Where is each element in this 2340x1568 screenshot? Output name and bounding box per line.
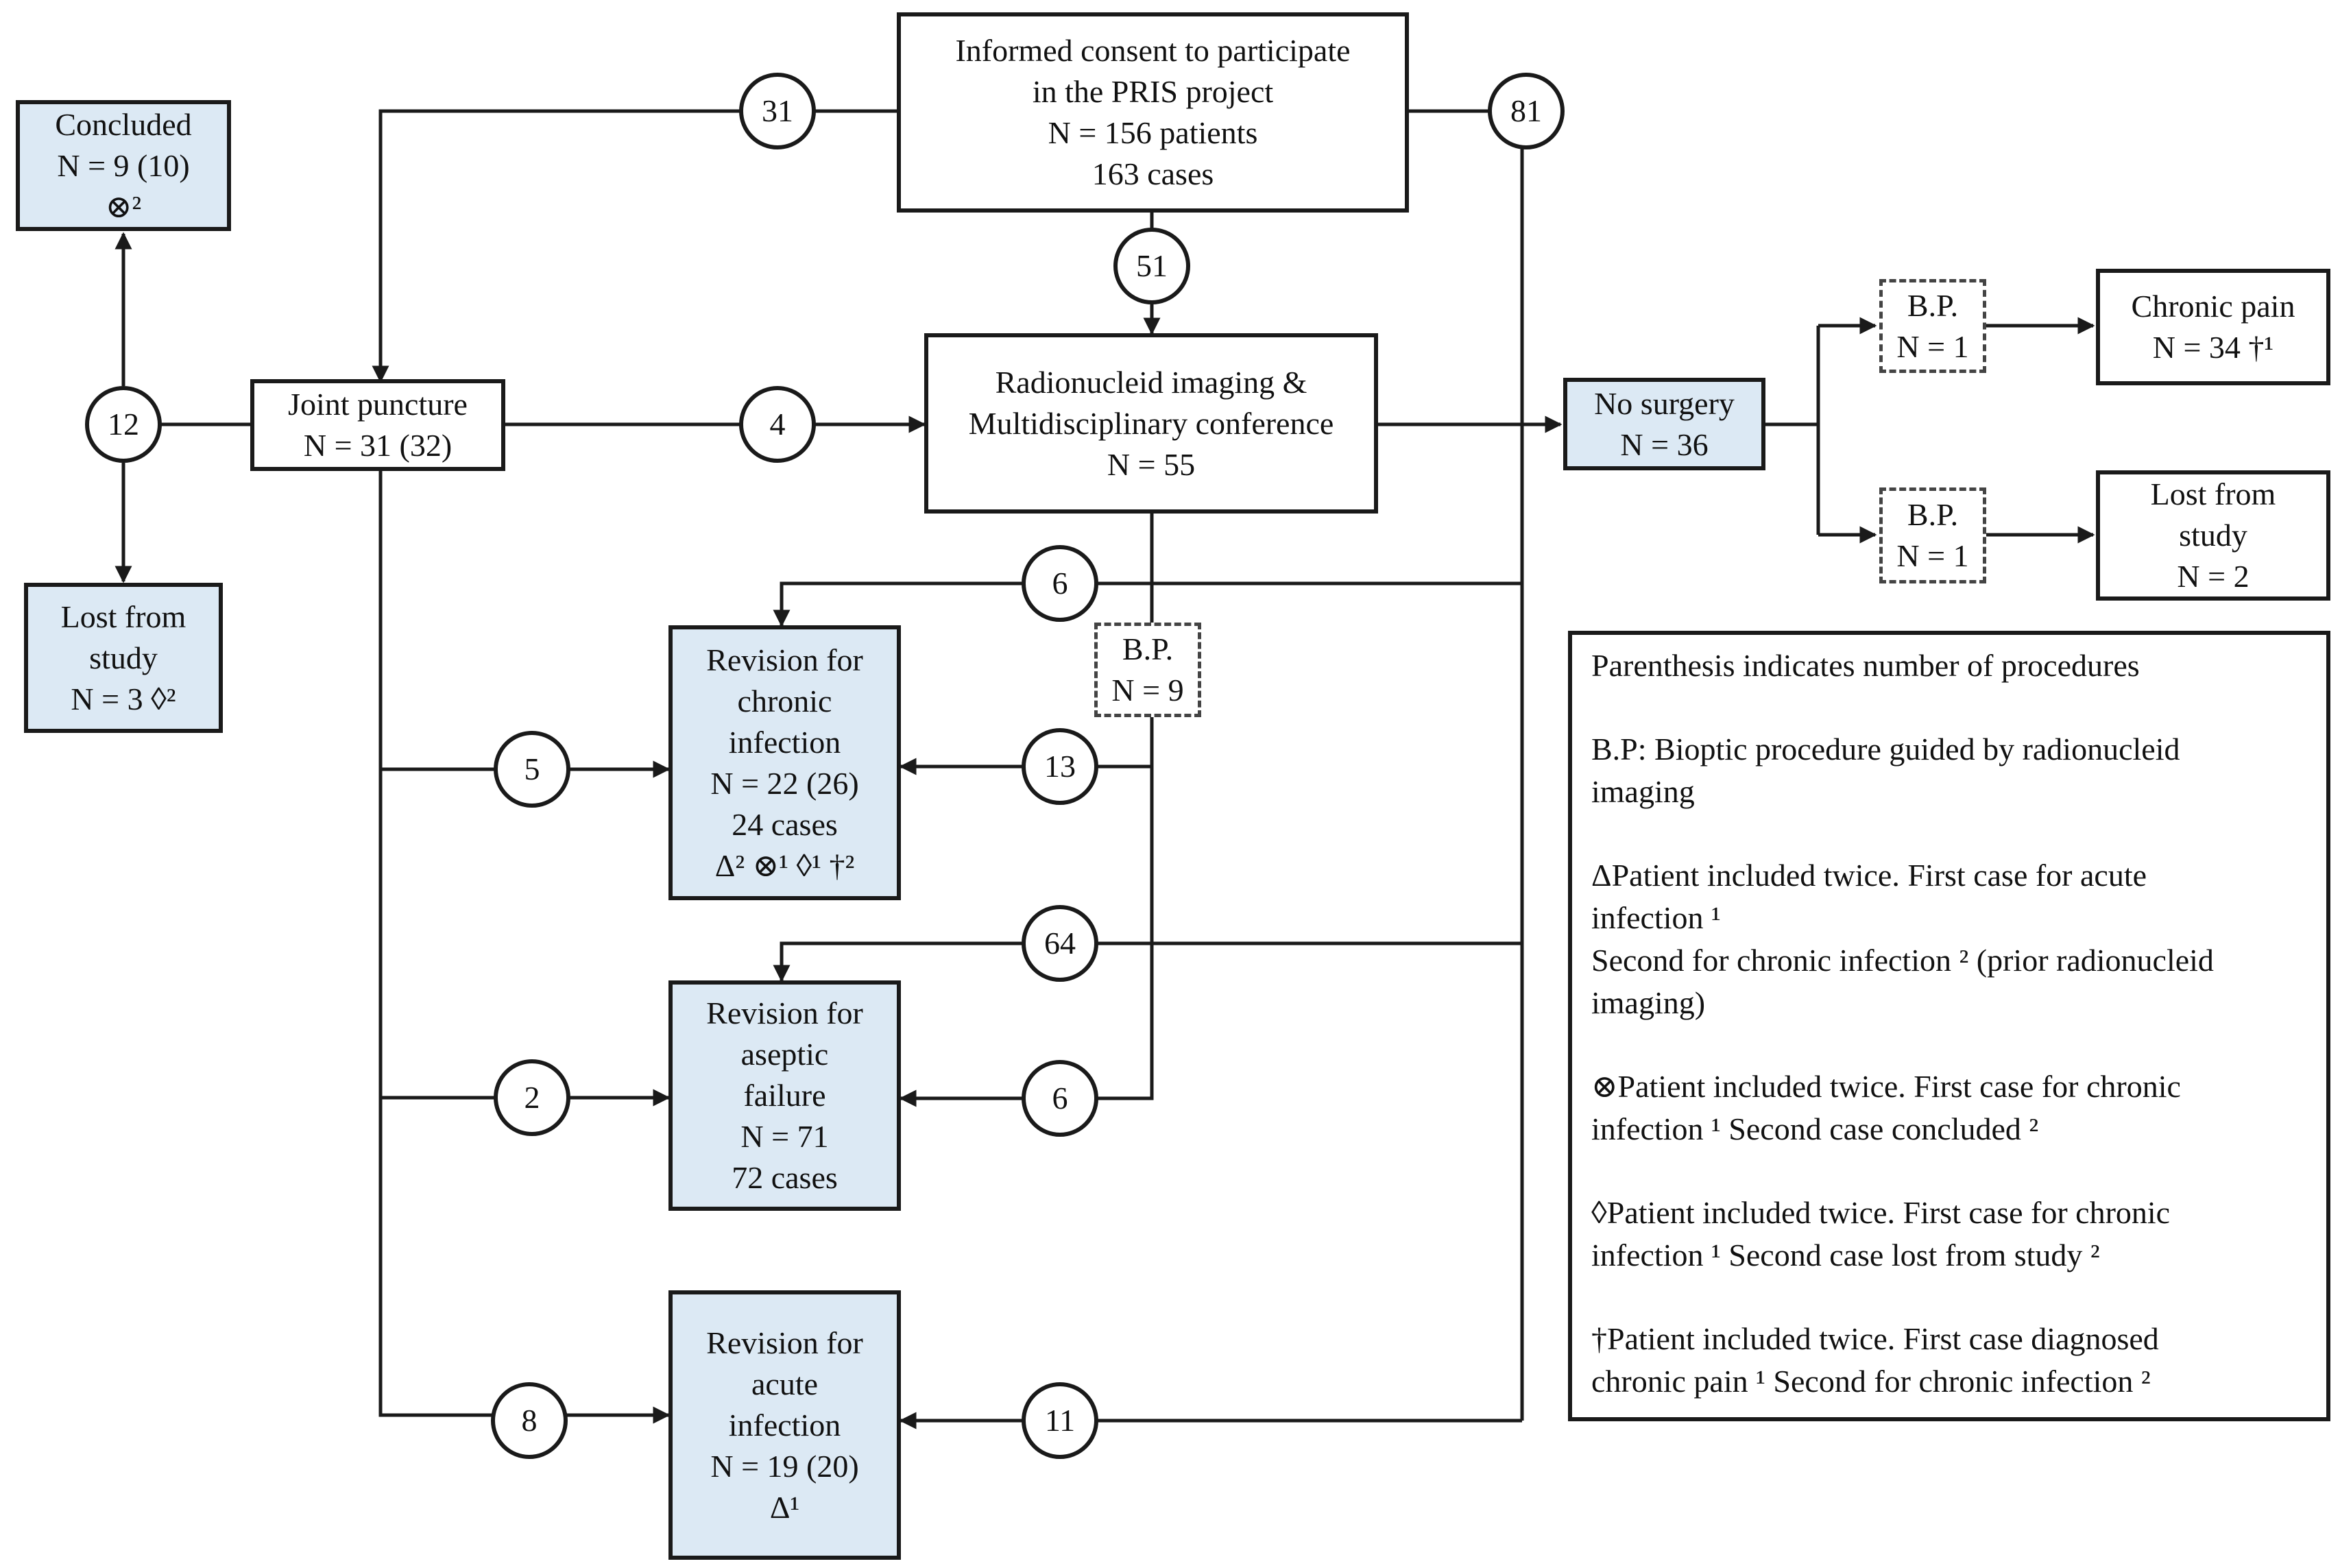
consent-box: Informed consent to participate in the P… [897, 12, 1409, 213]
flow-count-6-chronic: 6 [1022, 545, 1098, 622]
lost-from-study-right-box: Lost from study N = 2 [2096, 470, 2330, 601]
edge-nosurgery-branch [1765, 326, 1820, 535]
flow-count-4: 4 [739, 386, 816, 463]
bioptic-procedure-bottom-box: B.P. N = 1 [1879, 487, 1986, 583]
concluded-box: Concluded N = 9 (10) ⊗² [16, 100, 231, 231]
joint-puncture-box: Joint puncture N = 31 (32) [250, 379, 505, 471]
legend-bioptic: B.P: Bioptic procedure guided by radionu… [1591, 732, 2180, 809]
flow-count-64: 64 [1022, 905, 1098, 982]
flow-count-2: 2 [494, 1059, 570, 1136]
flow-count-11: 11 [1022, 1382, 1098, 1459]
legend-otimes: ⊗Patient included twice. First case for … [1591, 1069, 2181, 1146]
legend-box: Parenthesis indicates number of procedur… [1568, 631, 2330, 1421]
flow-count-81: 81 [1488, 73, 1565, 149]
flow-count-13: 13 [1022, 728, 1098, 805]
no-surgery-box: No surgery N = 36 [1563, 378, 1765, 470]
revision-aseptic-failure-box: Revision for aseptic failure N = 71 72 c… [668, 980, 901, 1211]
bioptic-procedure-top-box: B.P. N = 1 [1879, 279, 1986, 373]
edge-consent-to-joint [372, 109, 897, 383]
legend-diamond: ◊Patient included twice. First case for … [1591, 1195, 2171, 1273]
flow-count-8: 8 [491, 1382, 568, 1459]
edge-joint-down [378, 468, 671, 1424]
edge-81-to-chronic [773, 581, 1522, 627]
legend-parenthesis: Parenthesis indicates number of procedur… [1591, 648, 2140, 683]
lost-from-study-left-box: Lost from study N = 3 ◊² [24, 583, 223, 733]
legend-delta: ΔPatient included twice. First case for … [1591, 858, 2214, 1020]
chronic-pain-box: Chronic pain N = 34 †¹ [2096, 269, 2330, 385]
revision-chronic-infection-box: Revision for chronic infection N = 22 (2… [668, 625, 901, 900]
edge-81-to-aseptic [773, 941, 1522, 982]
flow-count-12: 12 [85, 386, 162, 463]
flow-count-5: 5 [494, 731, 570, 808]
edge-consent-to-81 [1409, 109, 1524, 1421]
revision-acute-infection-box: Revision for acute infection N = 19 (20)… [668, 1290, 901, 1560]
flow-count-51: 51 [1113, 228, 1190, 304]
flow-count-31: 31 [739, 73, 816, 149]
flow-count-6-aseptic: 6 [1022, 1060, 1098, 1137]
bioptic-procedure-mid-box: B.P. N = 9 [1094, 623, 1201, 717]
legend-dagger: †Patient included twice. First case diag… [1591, 1321, 2159, 1399]
radionucleid-imaging-box: Radionucleid imaging & Multidisciplinary… [924, 333, 1378, 514]
